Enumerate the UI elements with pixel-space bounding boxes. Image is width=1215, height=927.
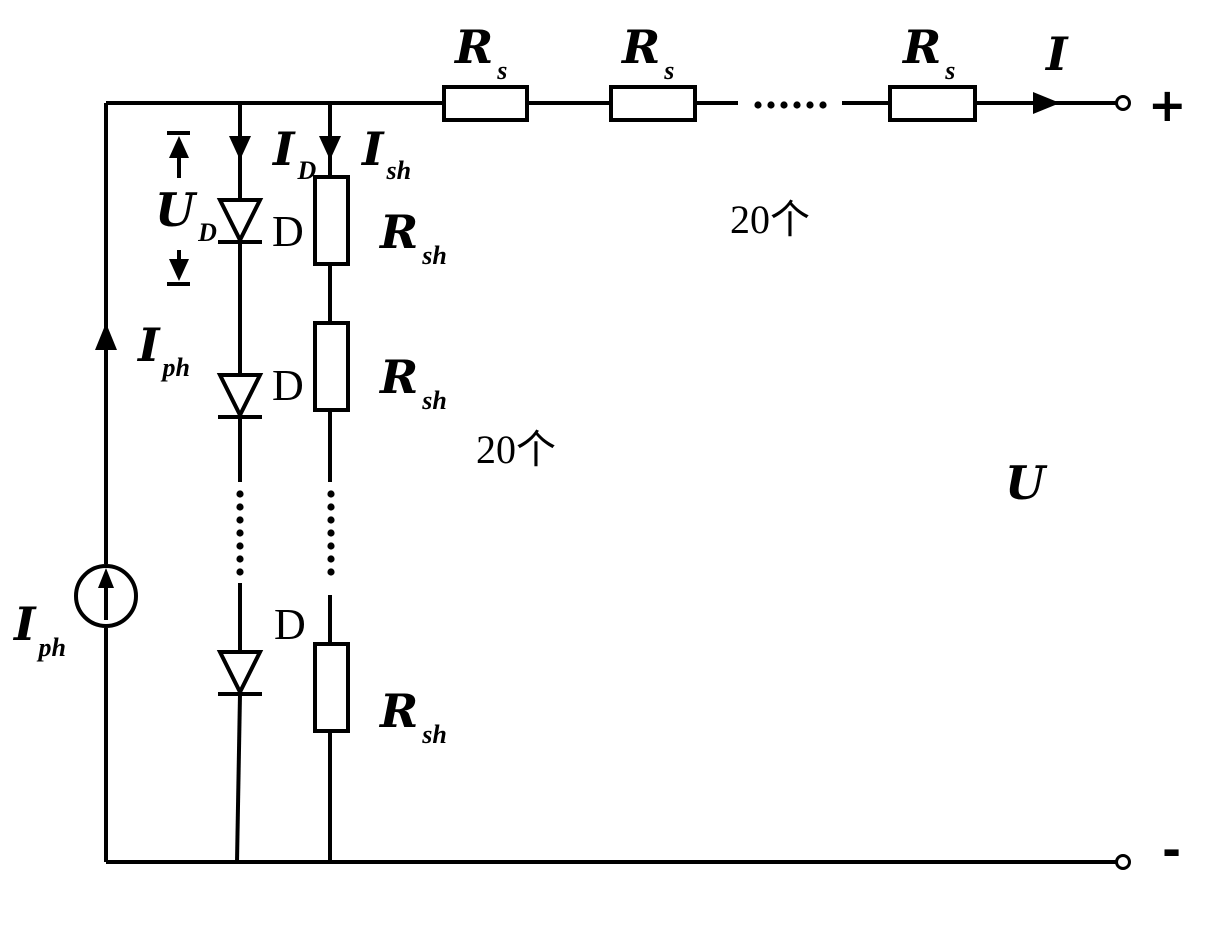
wires — [104, 101, 1116, 864]
diode-1 — [216, 198, 264, 245]
photo-current-arrow — [95, 323, 117, 350]
diode-current-arrow — [229, 136, 251, 160]
diode-voltage-marker — [167, 131, 190, 286]
shunt-ellipsis — [327, 490, 335, 576]
shunt-current-arrow — [319, 136, 341, 160]
shunt-resistor-1 — [313, 175, 350, 266]
shunt-resistor-3 — [313, 642, 350, 733]
series-ellipsis — [754, 101, 827, 109]
terminal-plus-node — [1115, 95, 1131, 111]
series-resistor-1 — [442, 85, 529, 122]
series-resistor-3 — [888, 85, 977, 122]
diode-2 — [216, 373, 264, 420]
series-resistors — [442, 85, 977, 122]
terminal-minus-node — [1115, 854, 1131, 870]
series-count-label: 20个 — [730, 197, 810, 242]
diode-ellipsis — [236, 490, 244, 576]
series-resistor-2 — [609, 85, 697, 122]
shunt-resistor-2 — [313, 321, 350, 412]
diode-label-2: D — [272, 361, 304, 410]
current-out-arrow — [1033, 92, 1060, 114]
current-source — [74, 564, 138, 628]
diode-label-3: D — [274, 600, 306, 649]
diodes — [216, 198, 264, 697]
terminals: + - — [1115, 78, 1187, 877]
terminal-minus-label: - — [1162, 823, 1181, 877]
parallel-count-label: 20个 — [476, 427, 556, 472]
output-voltage-label: U — [1005, 456, 1048, 510]
diode-3 — [216, 650, 264, 697]
arrows — [95, 92, 1060, 350]
shunt-resistors — [313, 175, 350, 733]
current-out-label: I — [1044, 27, 1069, 81]
terminal-plus-label: + — [1148, 78, 1187, 132]
diode-label-1: D — [272, 207, 304, 256]
diode-column-bottom — [235, 693, 242, 863]
